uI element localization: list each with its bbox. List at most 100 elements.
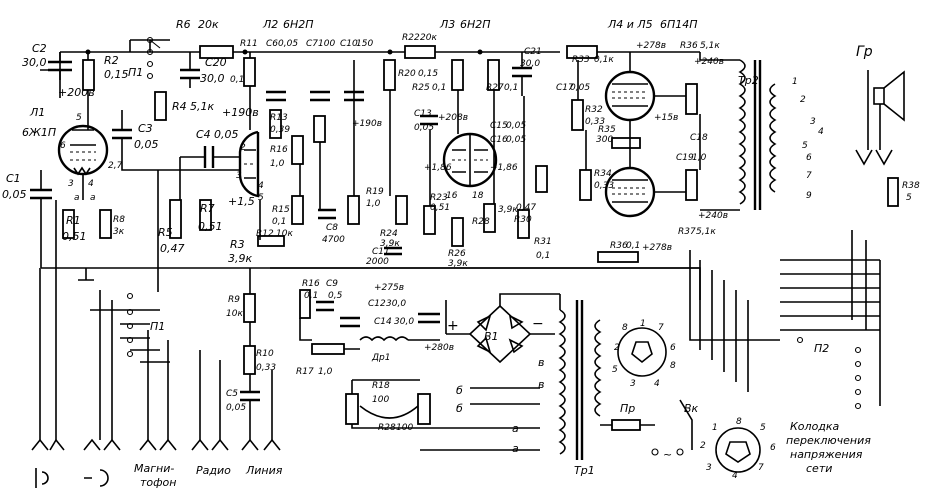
svg-text:8: 8 [670, 361, 676, 371]
label-R32: R32 [585, 105, 603, 115]
resistor-R28b [417, 393, 431, 425]
label-R24: R24 [380, 229, 398, 239]
svg-text:7: 7 [758, 463, 764, 473]
value-R1: 0,51 [62, 230, 87, 243]
tap-b1: б [456, 384, 463, 397]
value-R27: 0,1 [504, 83, 518, 93]
capacitor-C14 [418, 312, 440, 324]
label-R26: R26 [448, 249, 466, 259]
label-R22: R22 [402, 33, 420, 43]
label-Vk: Вк [684, 402, 699, 415]
mains-wires [600, 399, 693, 450]
value-C16: 0,05 [506, 135, 526, 145]
svg-text:9: 9 [806, 191, 812, 201]
label-line: Линия [245, 464, 283, 477]
tube-L3-type: 6Н2П [460, 18, 491, 31]
value-R30: 0,47 [516, 203, 536, 213]
label-R33: R33 [572, 55, 590, 65]
label-C20: C20 [205, 56, 227, 69]
label-R17: R17 [296, 367, 314, 377]
loudspeaker-icon [873, 70, 905, 122]
svg-text:6: 6 [670, 343, 676, 353]
svg-text:7: 7 [658, 323, 664, 333]
value-R32: 0,33 [585, 117, 605, 127]
label-Dr1: Др1 [371, 353, 390, 363]
label-C8: C8 [326, 223, 338, 233]
capacitor-C20 [180, 52, 200, 88]
voltage-278a: +278в [636, 41, 666, 51]
voltage-240b: +240в [698, 211, 728, 221]
svg-text:4: 4 [654, 379, 660, 389]
label-Gr: Гр [856, 44, 873, 60]
resistor-R32 [571, 99, 584, 131]
svg-text:8: 8 [622, 323, 628, 333]
label-C14: C14 [374, 317, 392, 327]
capacitor-C13 [420, 114, 438, 126]
value-C17: 0,05 [570, 83, 590, 93]
resistor-R16 [291, 135, 304, 165]
value-R15: 0,1 [272, 217, 286, 227]
value-C11: 2000 [366, 257, 389, 267]
label-R36b: R36 [610, 241, 628, 251]
value-C9: 0,5 [328, 291, 343, 301]
label-C5: C5 [226, 389, 238, 399]
label-C4: C4 [196, 128, 211, 141]
resistor-R15 [291, 195, 304, 225]
value-R16: 1,0 [270, 159, 285, 169]
capacitor-C12 [340, 316, 360, 328]
svg-text:3: 3 [706, 463, 712, 473]
resistor-R8 [99, 209, 112, 239]
resistor-R22 [404, 45, 436, 59]
label-C6: C6 [266, 39, 278, 49]
capacitor-C9 [316, 300, 334, 312]
resistor-R28 [483, 203, 496, 233]
block-title-line3: напряжения [790, 448, 863, 461]
capacitor-C7 [310, 90, 330, 102]
label-R8: R8 [113, 215, 125, 225]
svg-text:5: 5 [802, 141, 808, 151]
label-R7: R7 [200, 202, 215, 215]
resistor-R19 [347, 195, 360, 225]
voltage-186b: +1,86 [490, 163, 518, 173]
svg-text:1: 1 [792, 77, 798, 87]
resistor-R7 [199, 199, 212, 231]
resistor-R16b [299, 289, 311, 319]
label-R35: R35 [598, 125, 616, 135]
mains-pin-2 [676, 448, 684, 456]
input-wires [39, 200, 273, 440]
resistor-R1 [62, 209, 75, 239]
transformer-Tr2 [699, 52, 777, 211]
voltage-186a: +1,86 [424, 163, 452, 173]
label-C15: C15 [490, 121, 508, 131]
resistor-R25 [451, 59, 464, 91]
signal-wires [121, 60, 701, 240]
value-C20: 30,0 [200, 72, 225, 85]
value-R37: 5,1к [696, 227, 716, 237]
resistor-R20 [383, 59, 396, 91]
value-R6: 20к [198, 18, 219, 31]
label-C10: C10 [340, 39, 358, 49]
value-R35: 300 [596, 135, 613, 145]
choke-Dr1 [359, 336, 409, 342]
label-C9: C9 [326, 279, 338, 289]
value-R36b: 0,1 [626, 241, 640, 251]
value-R33: 0,1к [594, 55, 614, 65]
label-R13: R13 [270, 113, 288, 123]
value-R22: 20к [420, 33, 437, 43]
svg-text:4: 4 [258, 181, 264, 191]
value-R2: 0,15 [104, 68, 129, 81]
svg-text:3: 3 [630, 379, 636, 389]
label-C21: C21 [524, 47, 542, 57]
value-C20-b: 0,15 [230, 75, 250, 85]
label-radio: Радио [196, 464, 231, 477]
svg-text:2,7: 2,7 [108, 161, 123, 171]
svg-text:2: 2 [800, 95, 806, 105]
voltage-280: +280в [424, 343, 454, 353]
tube-L4L5-name: Л4 и Л5 [607, 18, 653, 31]
svg-text:16: 16 [446, 191, 458, 201]
value-C8: 4700 [322, 235, 345, 245]
label-Tr2: Тр2 [738, 74, 759, 87]
resistor-R34 [579, 169, 592, 201]
label-C16: C16 [490, 135, 508, 145]
svg-text:2: 2 [614, 343, 620, 353]
